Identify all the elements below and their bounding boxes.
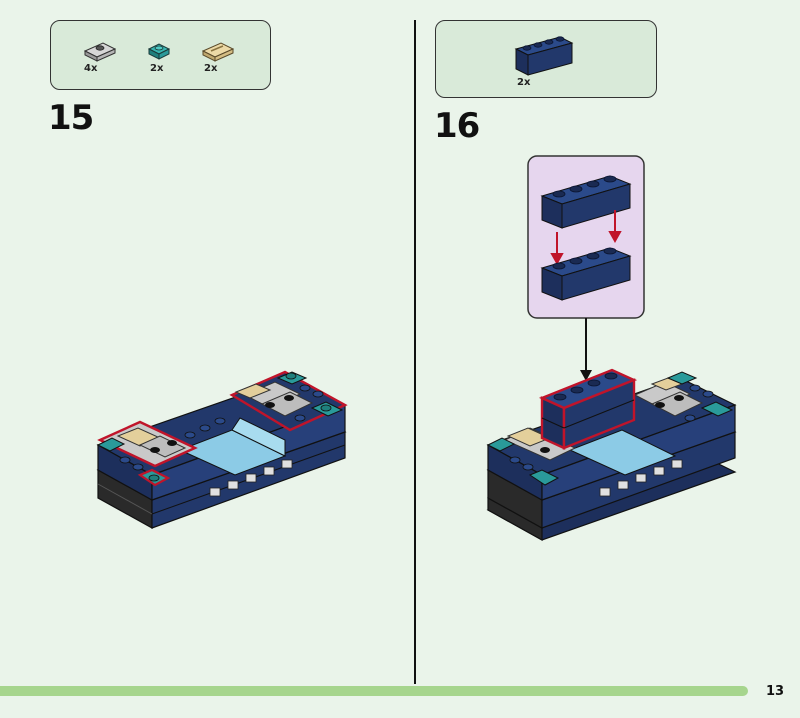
step-number: 15 <box>48 98 94 138</box>
parts-list-step-16: 2x <box>435 20 657 98</box>
step-number: 16 <box>434 106 480 146</box>
arrow-down-icon <box>580 370 592 381</box>
step-divider <box>414 20 416 684</box>
step-16-assembly-illustration <box>486 155 737 542</box>
part-quantity: 2x <box>204 63 218 74</box>
teal-plate-icon <box>147 43 171 60</box>
gray-plate-icon <box>83 42 117 62</box>
parts-list-step-15: 4x 2x 2x <box>50 20 271 90</box>
part-quantity: 2x <box>517 77 531 88</box>
blue-brick-icon <box>540 175 632 229</box>
part-quantity: 4x <box>84 63 98 74</box>
blue-brick-1x4-icon <box>514 36 574 76</box>
tan-tile-icon <box>201 42 235 62</box>
blue-brick-icon <box>540 247 632 301</box>
page-number: 13 <box>766 684 785 699</box>
footer-bar <box>0 686 748 696</box>
part-quantity: 2x <box>150 63 164 74</box>
step-15-model-illustration <box>96 370 348 530</box>
